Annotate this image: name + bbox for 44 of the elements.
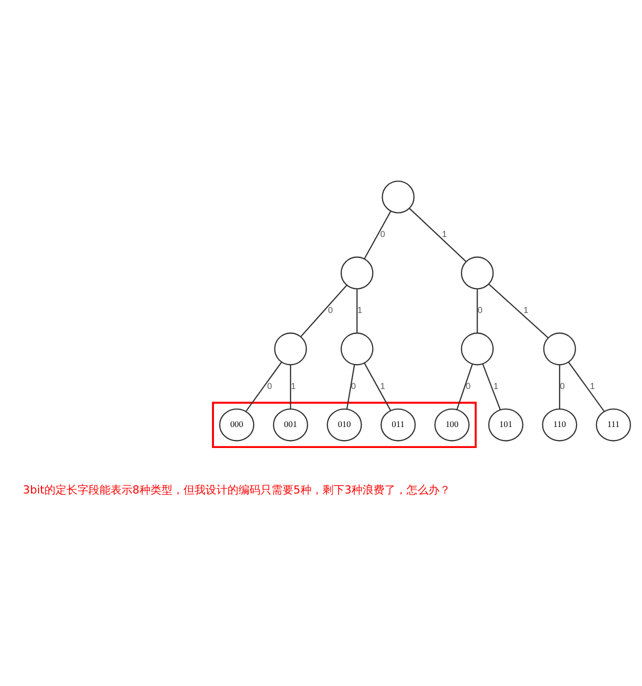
edge-label: 0 [267,381,272,392]
node-circle [340,256,374,290]
node-circle: 010 [326,408,362,442]
node-circle [340,332,374,366]
connector [559,364,560,409]
connector [476,288,478,333]
edge-label: 1 [442,229,447,240]
node-circle: 001 [272,408,308,442]
edge-label: 0 [466,381,471,392]
node-circle: 000 [219,408,254,442]
node-circle: 011 [380,408,416,442]
node-circle [543,332,576,366]
node-circle: 100 [434,408,470,442]
node-circle [460,332,494,366]
connector [488,284,549,338]
node-circle: 111 [596,408,632,442]
edge-label: 1 [290,381,296,392]
edge-label: 1 [493,381,498,392]
edge-label: 0 [328,305,333,316]
connector [364,362,392,411]
edge-label: 0 [380,229,386,240]
connector [482,364,501,410]
connector [409,208,466,262]
connector [290,364,292,409]
edge-label: 1 [357,305,362,316]
edge-label: 1 [590,381,595,392]
edge-label: 0 [560,381,565,392]
node-circle [460,256,494,290]
node-circle: 110 [542,408,578,442]
connector [356,288,358,333]
connector [300,284,348,337]
edge-label: 0 [351,381,356,392]
cluster [212,402,477,448]
connector [456,364,473,410]
connector [364,210,392,260]
connector [245,362,282,412]
label: 3bit的定长字段能表示8种类型，但我设计的编码只需要5种，剩下3种浪费了，怎么办？ [22,484,451,497]
edge-label: 1 [380,381,386,392]
edge-label: 0 [478,305,482,316]
edge-label: 1 [524,305,528,316]
node-circle [274,332,307,366]
node-circle [382,180,415,214]
node-circle: 101 [488,408,524,442]
connector [568,362,605,412]
